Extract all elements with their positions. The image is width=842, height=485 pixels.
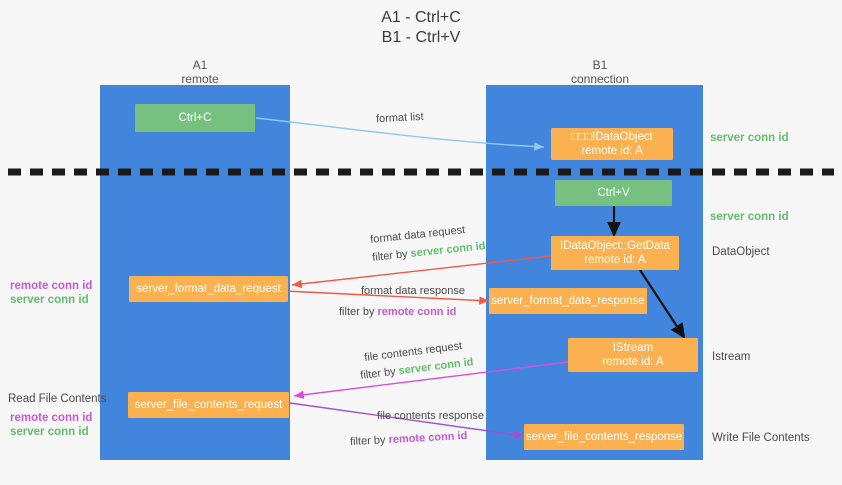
column-a1-sub: remote bbox=[181, 72, 219, 86]
filter-key-server-conn-id: server conn id bbox=[409, 240, 487, 260]
box-ctrl-v[interactable]: Ctrl+V bbox=[555, 180, 672, 206]
box-server-file-contents-request[interactable]: server_file_contents_request bbox=[128, 392, 289, 418]
edge-label-format-data-response-filter: filter by remote conn id bbox=[339, 305, 456, 319]
title-line-1: A1 - Ctrl+C bbox=[381, 9, 461, 26]
left-label-server-conn-id-2: server conn id bbox=[10, 426, 89, 438]
box-getdata-line2: remote id: A bbox=[584, 254, 646, 266]
filter-prefix: filter by bbox=[371, 247, 412, 264]
column-a1-name: A1 bbox=[192, 58, 208, 72]
edge-label-format-list: format list bbox=[375, 110, 424, 126]
box-istream[interactable]: IStream remote id: A bbox=[568, 338, 698, 372]
column-header-b1: B1 connection bbox=[535, 58, 665, 86]
filter-key-remote-conn-id: remote conn id bbox=[388, 429, 468, 447]
box-ctrl-c[interactable]: Ctrl+C bbox=[135, 104, 255, 132]
column-b1-sub: connection bbox=[570, 72, 630, 86]
box-istream-line2: remote id: A bbox=[602, 356, 664, 368]
filter-prefix: filter by bbox=[339, 306, 378, 318]
box-ctrl-v-label: Ctrl+V bbox=[597, 187, 630, 199]
right-label-dataobject: DataObject bbox=[712, 246, 770, 258]
left-label-server-conn-id-1: server conn id bbox=[10, 294, 89, 306]
right-label-server-conn-id-top: server conn id bbox=[710, 132, 789, 144]
left-label-remote-conn-id-2: remote conn id bbox=[10, 412, 93, 424]
box-idataobject-line2: remote id: A bbox=[581, 145, 643, 157]
left-label-conn-ids-top: remote conn id server conn id bbox=[10, 279, 92, 307]
page-title: A1 - Ctrl+C B1 - Ctrl+V bbox=[0, 8, 842, 48]
box-idataobject-line1: □□□IDataObject bbox=[571, 131, 653, 143]
column-b1-name: B1 bbox=[592, 58, 608, 72]
box-server-file-contents-request-label: server_file_contents_request bbox=[134, 399, 283, 411]
right-label-istream: Istream bbox=[712, 351, 751, 363]
box-server-format-data-request[interactable]: server_format_data_request bbox=[129, 276, 288, 302]
title-line-2: B1 - Ctrl+V bbox=[381, 29, 461, 46]
box-ctrl-c-label: Ctrl+C bbox=[178, 112, 212, 124]
box-server-file-contents-response-label: server_file_contents_response bbox=[525, 431, 683, 443]
right-label-server-conn-id-mid: server conn id bbox=[710, 211, 789, 223]
column-header-a1: A1 remote bbox=[140, 58, 260, 86]
left-label-conn-ids-bottom: remote conn id server conn id bbox=[10, 411, 92, 439]
box-getdata[interactable]: IDataObject::GetData remote id: A bbox=[551, 236, 679, 270]
box-server-format-data-request-label: server_format_data_request bbox=[136, 283, 281, 295]
edge-label-file-contents-response-filter: filter by remote conn id bbox=[350, 429, 468, 449]
filter-prefix: filter by bbox=[349, 434, 389, 449]
filter-prefix: filter by bbox=[359, 365, 400, 382]
left-label-remote-conn-id-1: remote conn id bbox=[10, 280, 93, 292]
box-server-file-contents-response[interactable]: server_file_contents_response bbox=[524, 424, 684, 450]
box-idataobject[interactable]: □□□IDataObject remote id: A bbox=[551, 128, 673, 160]
left-label-read-file-contents: Read File Contents bbox=[8, 393, 107, 405]
filter-key-remote-conn-id: remote conn id bbox=[377, 306, 457, 318]
box-istream-line1: IStream bbox=[612, 342, 654, 354]
box-server-format-data-response-label: server_format_data_response bbox=[491, 295, 645, 307]
box-getdata-line1: IDataObject::GetData bbox=[560, 240, 670, 252]
right-label-write-file-contents: Write File Contents bbox=[712, 432, 810, 444]
edge-label-file-contents-response: file contents response bbox=[377, 410, 485, 422]
box-server-format-data-response[interactable]: server_format_data_response bbox=[489, 288, 647, 314]
edge-label-format-data-response: format data response bbox=[361, 285, 465, 297]
